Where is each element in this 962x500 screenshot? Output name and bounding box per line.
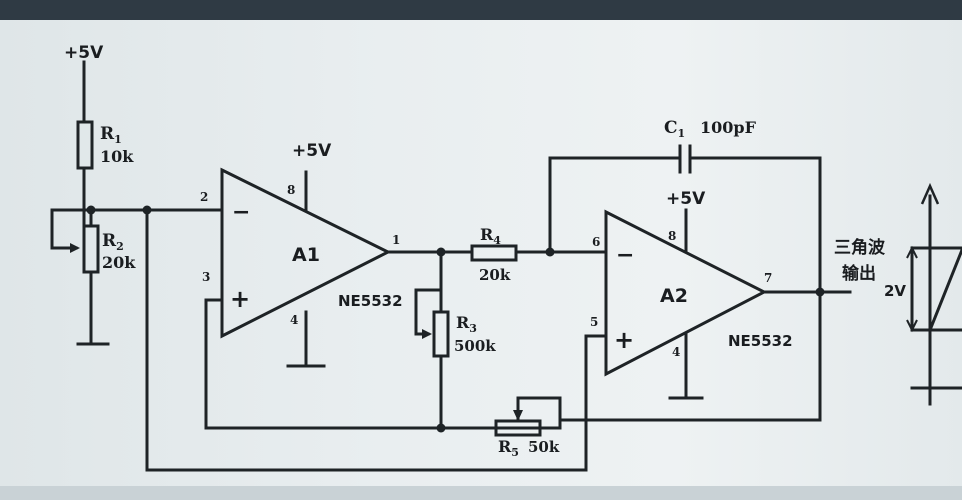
r2-potentiometer — [82, 224, 100, 274]
r2-value: 20k — [102, 253, 136, 272]
a1-pin-3: 3 — [202, 270, 210, 284]
triangle-wave-sketch — [906, 182, 962, 406]
output-label-triangle: 三角波 — [834, 237, 886, 258]
r3-value: 500k — [454, 337, 496, 355]
r2-name: R2 — [102, 231, 124, 253]
r4-resistor — [470, 244, 608, 262]
a1-pin-4: 4 — [290, 313, 298, 327]
r5-value: 50k — [528, 438, 560, 456]
a2-label: A2 — [660, 285, 688, 307]
r1-value: 10k — [100, 147, 134, 166]
a2-pin-6: 6 — [592, 235, 600, 249]
a2-pin-5: 5 — [590, 315, 598, 329]
a1-part-number: NE5532 — [338, 292, 403, 310]
a1-supply-label: +5V — [292, 141, 332, 161]
a2-minus-sign: − — [616, 243, 634, 268]
r4-name: R4 — [480, 225, 501, 247]
c1-value: 100pF — [700, 118, 757, 137]
c1-capacitor — [548, 144, 822, 294]
r5-potentiometer — [494, 396, 562, 437]
a2-part-number: NE5532 — [728, 332, 793, 350]
node-bottom — [436, 423, 446, 433]
r1-supply-label: +5V — [64, 43, 104, 63]
r1-r2-divider — [50, 60, 608, 472]
a2-supply-label: +5V — [666, 189, 706, 209]
a1-pin-2: 2 — [200, 190, 208, 204]
a1-minus-sign: − — [232, 200, 250, 225]
a1-pin-8: 8 — [287, 183, 295, 197]
opamp-a1 — [204, 167, 562, 430]
r3-name: R3 — [456, 313, 477, 335]
output-label-out: 输出 — [842, 263, 876, 284]
opamp-a2 — [558, 208, 852, 422]
a2-pin-4: 4 — [672, 345, 680, 359]
a1-label: A1 — [292, 244, 320, 266]
c1-name: C1 — [664, 118, 685, 140]
r1-name: R1 — [100, 124, 122, 146]
r5-name: R5 — [498, 437, 519, 459]
r4-value: 20k — [479, 266, 511, 284]
schematic-sheet — [0, 20, 962, 486]
taskbar-strip — [0, 486, 962, 500]
a2-pin-7: 7 — [764, 271, 772, 285]
r1-resistor — [76, 120, 94, 170]
a2-pin-8: 8 — [668, 229, 676, 243]
a1-pin-1: 1 — [392, 233, 400, 247]
a1-plus-sign: + — [230, 285, 250, 313]
a2-plus-sign: + — [614, 326, 634, 354]
r3-branch — [414, 247, 450, 433]
r3-potentiometer — [432, 310, 450, 358]
amplitude-label: 2V — [884, 282, 906, 300]
monitor-bezel — [0, 0, 962, 22]
